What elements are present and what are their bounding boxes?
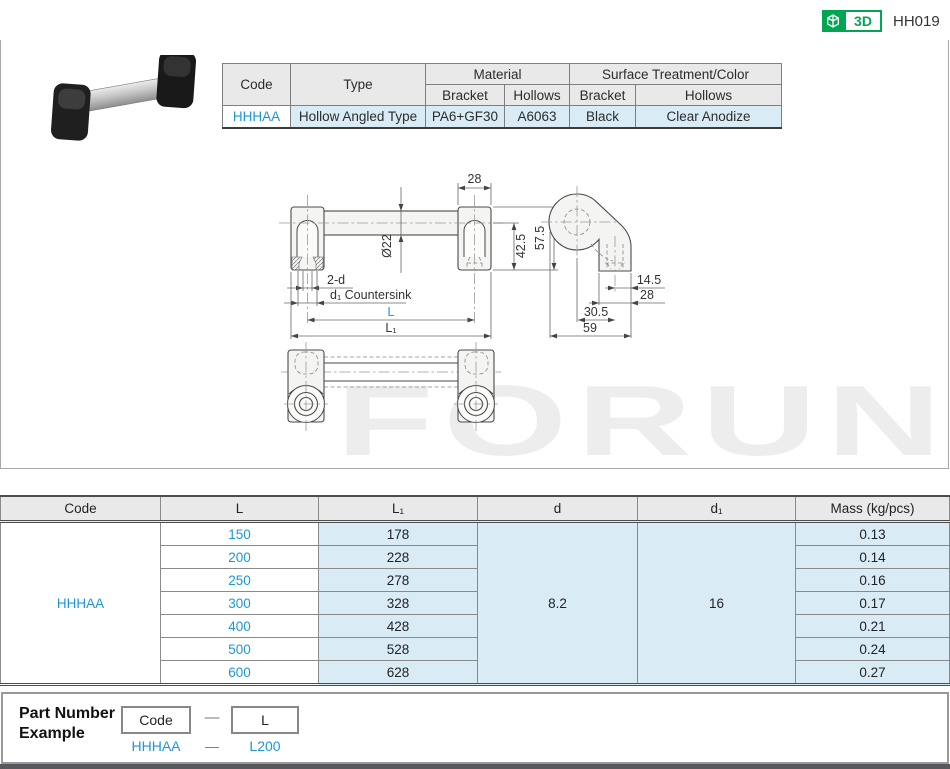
dim-col-code: Code <box>0 495 161 523</box>
dim-L1: 428 <box>318 614 478 638</box>
dim-mounting-holes: 2-d <box>327 273 345 287</box>
spec-surface-bracket: Black <box>569 105 636 129</box>
dim-mass: 0.17 <box>795 591 950 615</box>
spec-col-surface: Surface Treatment/Color <box>569 63 782 85</box>
pn-code-box: Code <box>121 706 191 734</box>
dim-side-305: 30.5 <box>584 305 608 319</box>
dim-d1: 16 <box>637 521 796 685</box>
dim-L-link[interactable]: 300 <box>160 591 319 615</box>
dim-L-link[interactable]: 250 <box>160 568 319 592</box>
3d-badge[interactable]: 3D <box>822 10 882 32</box>
table-row: HHHAA 150 178 8.2 16 0.13 <box>0 521 950 685</box>
part-number-example-panel: Part Number Example Code — L HHHAA — L20… <box>1 692 949 764</box>
pn-example-l: L200 <box>249 738 281 754</box>
dim-mass: 0.24 <box>795 637 950 661</box>
watermark: FORUN <box>336 365 948 468</box>
dimension-table: Code L L₁ d d₁ Mass (kg/pcs) HHHAA 150 1… <box>0 495 950 686</box>
dim-L-link[interactable]: 500 <box>160 637 319 661</box>
dim-length-L: L <box>388 305 395 319</box>
dim-mass: 0.21 <box>795 614 950 638</box>
dim-d: 8.2 <box>477 521 638 685</box>
dim-length-L1: L₁ <box>385 321 396 335</box>
spec-type: Hollow Angled Type <box>290 105 426 129</box>
table-row: 250 278 0.16 <box>1 568 950 592</box>
table-row: 600 628 0.27 <box>1 660 950 685</box>
spec-surface-hollows: Clear Anodize <box>635 105 782 129</box>
dim-col-mass: Mass (kg/pcs) <box>795 495 950 523</box>
dim-bracket-width: 28 <box>468 172 482 186</box>
dim-L1: 628 <box>318 660 478 685</box>
spec-col-material-bracket: Bracket <box>425 84 505 106</box>
bottom-view <box>281 342 501 432</box>
spec-material-bracket: PA6+GF30 <box>425 105 505 129</box>
spec-col-surface-bracket: Bracket <box>569 84 636 106</box>
dim-L-link[interactable]: 400 <box>160 614 319 638</box>
technical-drawing: FORUN 28 <box>279 172 948 477</box>
dim-code-link[interactable]: HHHAA <box>0 521 161 685</box>
dim-col-L1: L₁ <box>318 495 478 523</box>
dim-height-575: 57.5 <box>533 226 547 250</box>
front-view: 28 Ø22 42.5 57.5 2-d <box>279 172 558 339</box>
spec-table: Code Type Material Surface Treatment/Col… <box>222 63 782 129</box>
dim-L-link[interactable]: 600 <box>160 660 319 685</box>
dim-L-link[interactable]: 200 <box>160 545 319 569</box>
spec-material-hollows: A6063 <box>504 105 570 129</box>
pn-example-code: HHHAA <box>131 738 181 754</box>
dim-col-d: d <box>477 495 638 523</box>
dim-mass: 0.13 <box>795 521 950 546</box>
dim-side-28: 28 <box>640 288 654 302</box>
page-bottom-rule <box>0 764 950 769</box>
dim-L1: 178 <box>318 521 478 546</box>
pn-l-box: L <box>231 706 299 734</box>
dim-side-59: 59 <box>583 321 597 335</box>
dim-col-L: L <box>160 495 319 523</box>
product-photo <box>38 50 208 145</box>
dim-L1: 278 <box>318 568 478 592</box>
dim-tube-diameter: Ø22 <box>380 234 394 258</box>
side-view: 14.5 28 30.5 59 <box>541 186 665 339</box>
dim-col-d1: d₁ <box>637 495 796 523</box>
3d-label: 3D <box>844 10 882 32</box>
spec-code-link[interactable]: HHHAA <box>222 105 291 129</box>
dim-L1: 328 <box>318 591 478 615</box>
part-number-example-title: Part Number Example <box>19 705 116 742</box>
dim-countersink: d₁ Countersink <box>330 288 412 302</box>
dim-L1: 228 <box>318 545 478 569</box>
dim-mass: 0.16 <box>795 568 950 592</box>
spec-col-material-hollows: Hollows <box>504 84 570 106</box>
spec-col-code: Code <box>222 63 291 106</box>
spec-col-surface-hollows: Hollows <box>635 84 782 106</box>
dim-L1: 528 <box>318 637 478 661</box>
pn-example-dash: — <box>205 738 219 754</box>
spec-col-type: Type <box>290 63 426 106</box>
dim-mass: 0.14 <box>795 545 950 569</box>
spec-col-material: Material <box>425 63 570 85</box>
cube-3d-icon <box>822 10 844 32</box>
pn-dash: — <box>204 709 220 726</box>
dim-height-425: 42.5 <box>514 234 528 258</box>
page-code: HH019 <box>893 13 940 30</box>
table-row: 200 228 0.14 <box>1 545 950 569</box>
dim-L-link[interactable]: 150 <box>160 521 319 546</box>
dim-mass: 0.27 <box>795 660 950 685</box>
dim-side-145: 14.5 <box>637 273 661 287</box>
